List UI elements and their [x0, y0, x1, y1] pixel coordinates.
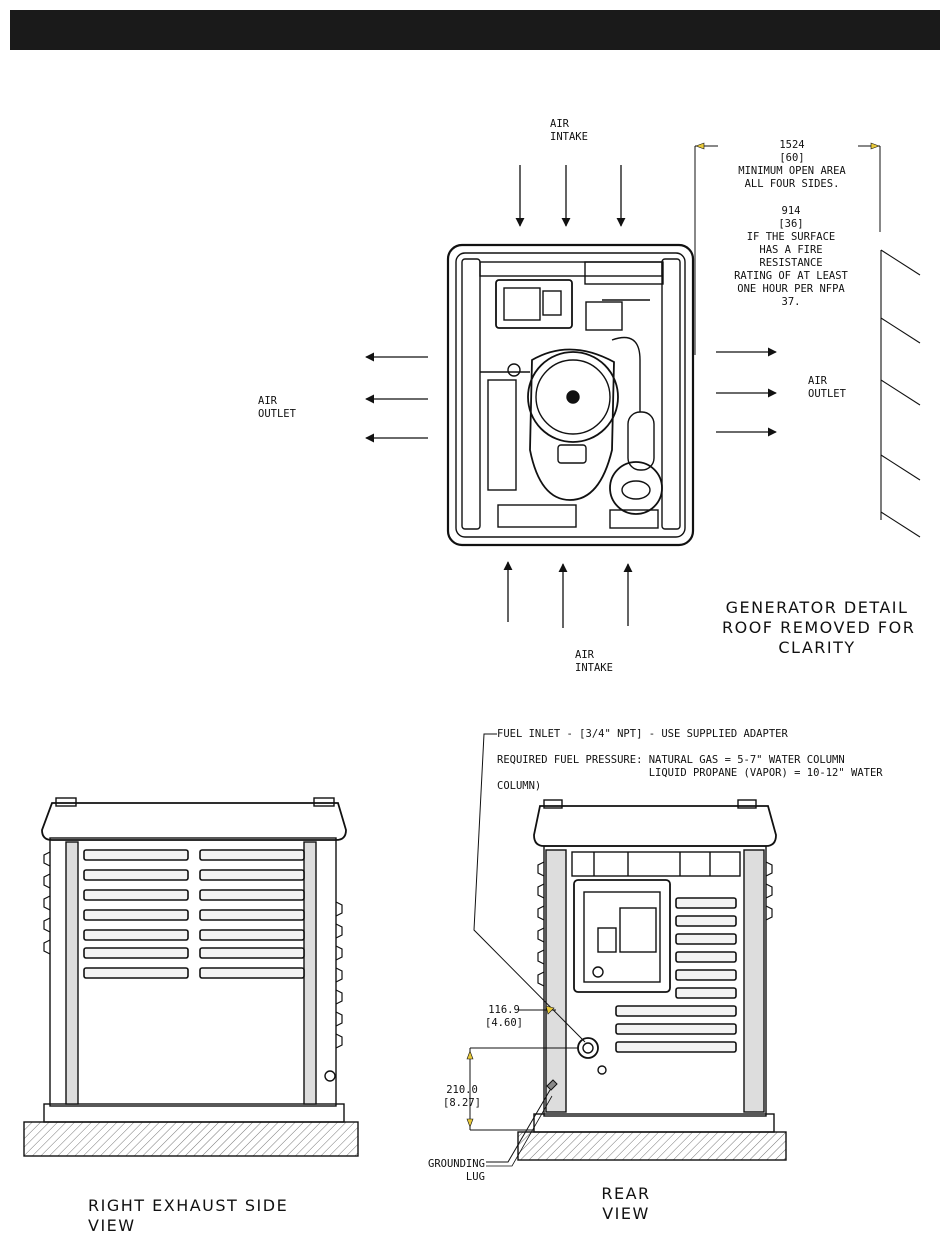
wall-surface [880, 249, 921, 538]
dim-fuel-inlet-height: 210.0 [8.27] [443, 1084, 481, 1109]
air-outlet-right-arrows [716, 347, 777, 437]
clearance-dimension [694, 142, 881, 355]
clearance-note-minimum: 1524 [60] MINIMUM OPEN AREA ALL FOUR SID… [738, 139, 846, 190]
header-bar [10, 10, 940, 50]
side-view-caption: RIGHT EXHAUST SIDE VIEW [88, 1196, 289, 1235]
dim-fuel-inlet-offset: 116.9 [4.60] [485, 1004, 523, 1029]
fuel-inlet-note: FUEL INLET - [3/4" NPT] - USE SUPPLIED A… [497, 728, 788, 740]
air-intake-top-arrows [515, 165, 626, 227]
clearance-note-fire-rated: 914 [36] IF THE SURFACE HAS A FIRE RESIS… [734, 205, 848, 308]
air-outlet-right-label: AIR OUTLET [808, 375, 846, 400]
air-outlet-left-arrows [365, 352, 428, 443]
rear-view-caption: REAR VIEW [601, 1184, 651, 1223]
generator-plan-view [446, 243, 695, 547]
rear-view-dimensions [466, 733, 586, 1167]
fuel-pressure-note: REQUIRED FUEL PRESSURE: NATURAL GAS = 5-… [497, 754, 883, 792]
grounding-lug-label: GROUNDING LUG [428, 1158, 485, 1183]
air-intake-top-label: AIR INTAKE [550, 118, 588, 143]
rear-view-generator [517, 799, 787, 1161]
side-view-generator [23, 797, 359, 1157]
air-intake-bottom-arrows [503, 561, 633, 628]
air-outlet-left-label: AIR OUTLET [258, 395, 296, 420]
air-intake-bottom-label: AIR INTAKE [575, 649, 613, 674]
generator-detail-caption: GENERATOR DETAIL ROOF REMOVED FOR CLARIT… [722, 598, 916, 657]
